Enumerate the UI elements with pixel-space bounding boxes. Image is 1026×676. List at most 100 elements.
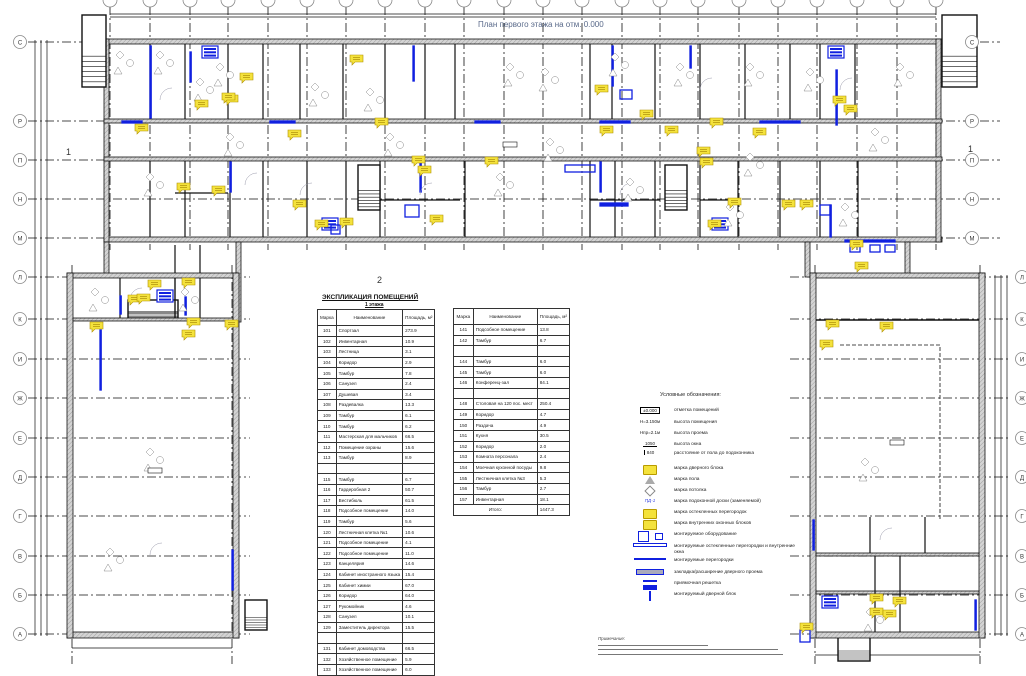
room-number-mark (737, 212, 744, 219)
cell-name: Раздевалка (336, 400, 403, 411)
comment-marker[interactable] (850, 240, 863, 250)
comment-icon (643, 509, 657, 519)
cell-area: 10.9 (403, 336, 435, 347)
room-number-mark (552, 77, 559, 84)
axis-label: Ж (1019, 396, 1025, 402)
comment-marker[interactable] (870, 594, 883, 604)
floor-mark (504, 79, 512, 86)
comment-marker[interactable] (293, 200, 306, 210)
comment-marker[interactable] (820, 340, 833, 350)
comment-marker[interactable] (485, 157, 498, 167)
door-swing (300, 183, 312, 195)
comment-marker[interactable] (700, 158, 713, 168)
cell-name: Кухня (473, 430, 537, 441)
grate-bar (830, 48, 842, 50)
cell-mark (454, 346, 474, 357)
comment-marker[interactable] (833, 96, 846, 106)
comment-marker[interactable] (665, 126, 678, 136)
axis-label: М (18, 236, 23, 242)
axis-circle-top (497, 0, 511, 7)
axis-label: Д (1020, 475, 1024, 481)
comment-marker[interactable] (412, 156, 425, 166)
comment-marker[interactable] (148, 280, 161, 290)
ceiling-mark (226, 133, 234, 141)
room-number-mark (237, 142, 244, 149)
comment-marker[interactable] (195, 100, 208, 110)
cell-name: Тамбур (336, 410, 403, 421)
grate-bar (830, 51, 842, 53)
door-swing (840, 78, 852, 90)
cell-mark: 105 (318, 368, 337, 379)
comment-marker[interactable] (826, 320, 839, 330)
door-swing (700, 78, 712, 90)
comment-marker[interactable] (240, 73, 253, 83)
comment-marker[interactable] (430, 215, 443, 225)
comment-marker[interactable] (640, 110, 653, 120)
comment-marker[interactable] (782, 200, 795, 210)
wall (936, 39, 941, 242)
cell-area: 3.1 (403, 347, 435, 358)
legend-symbol: Н=3.150м (630, 419, 670, 424)
comment-marker[interactable] (350, 55, 363, 65)
comment-icon (850, 240, 863, 250)
stair-left-wing (128, 300, 178, 320)
legend-item-label: отметка помещений (674, 408, 804, 414)
room-number-mark (117, 557, 124, 564)
cell-name: Тамбур (336, 516, 403, 527)
room-number-mark (757, 72, 764, 79)
comment-marker[interactable] (212, 186, 225, 196)
window-height-symbol: 1050 (643, 441, 657, 447)
comment-marker[interactable] (182, 330, 195, 340)
axis-circle-top (103, 0, 117, 7)
axis-circle-top (339, 0, 353, 7)
comment-marker[interactable] (753, 128, 766, 138)
cell-mark: 154 (454, 462, 474, 473)
cell-area: 5.6 (403, 516, 435, 527)
comment-marker[interactable] (375, 118, 388, 128)
wall (816, 553, 979, 556)
comment-marker[interactable] (288, 130, 301, 140)
ceiling-mark (806, 68, 814, 76)
comment-marker[interactable] (855, 262, 868, 272)
comment-marker[interactable] (697, 147, 710, 157)
mounted-element (120, 296, 121, 314)
window-height-symbol: 840 (644, 450, 657, 455)
comment-marker[interactable] (710, 118, 723, 128)
comment-marker[interactable] (595, 85, 608, 95)
comment-marker[interactable] (135, 124, 148, 134)
comment-marker[interactable] (880, 322, 893, 332)
comment-marker[interactable] (600, 126, 613, 136)
floor-mark (154, 67, 162, 74)
comment-marker[interactable] (800, 200, 813, 210)
legend-item-label: марка потолка (674, 488, 804, 494)
cell-name: Спортзал (336, 326, 403, 337)
cell-mark: 151 (454, 430, 474, 441)
comment-marker[interactable] (187, 318, 200, 328)
legend-symbol: ±0.000 (630, 407, 670, 414)
stair-inner (358, 165, 380, 210)
axis-label: Р (18, 119, 22, 125)
door-block-icon (649, 591, 651, 601)
cell-name: Лестница (336, 347, 403, 358)
legend-item-label: закладка/расширение дверного проема (674, 570, 804, 576)
comment-marker[interactable] (182, 278, 195, 288)
comment-marker[interactable] (883, 610, 896, 620)
ceiling-mark (386, 133, 394, 141)
wall (810, 273, 985, 278)
comment-marker[interactable] (177, 183, 190, 193)
mounted-element (800, 630, 810, 642)
axis-circle-top (575, 0, 589, 7)
comment-marker[interactable] (418, 166, 431, 176)
floor-mark (89, 304, 97, 311)
cell-area: 9.8 (537, 462, 569, 473)
cell-area: 250.4 (537, 399, 569, 410)
comment-icon (883, 610, 896, 620)
